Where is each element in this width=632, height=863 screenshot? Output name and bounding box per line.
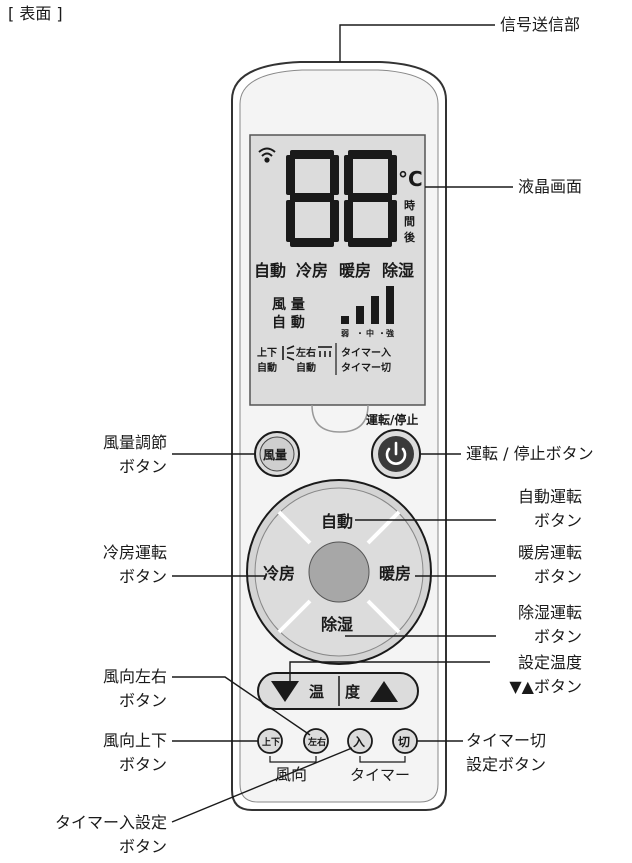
callout-timeron-2: ボタン xyxy=(118,837,167,856)
lcd-timer-char-3: 後 xyxy=(404,230,416,244)
corner-label: [ 表面 ] xyxy=(8,4,63,23)
lcd-timer-off: タイマー切 xyxy=(341,362,391,374)
callout-cool-2: ボタン xyxy=(118,567,167,586)
hswing-icon xyxy=(318,346,332,357)
dry-mode-button[interactable]: 除湿 xyxy=(321,615,353,634)
timer-off-label: 切 xyxy=(398,735,410,749)
lcd-fan-level-strong: 強 xyxy=(386,328,394,338)
heat-mode-button[interactable]: 暖房 xyxy=(379,564,411,583)
heat-mode-label: 暖房 xyxy=(379,564,411,583)
lcd-timer-char-2: 間 xyxy=(404,215,415,228)
lcd-mode-auto: 自動 xyxy=(254,261,286,280)
fan-button-label: 風量 xyxy=(263,448,287,462)
dry-mode-label: 除湿 xyxy=(321,615,353,634)
callout-lr-1: 風向左右 xyxy=(102,667,167,686)
timer-on-button[interactable]: 入 xyxy=(347,728,373,754)
callout-fan-1: 風量調節 xyxy=(102,433,167,452)
callout-auto-2: ボタン xyxy=(533,511,582,530)
callout-signal: 信号送信部 xyxy=(500,15,581,34)
temp-down-label: 温 xyxy=(309,683,324,701)
signal-icon xyxy=(258,147,276,163)
lcd-mode-dry: 除湿 xyxy=(382,261,414,280)
vswing-icon xyxy=(282,345,295,361)
auto-mode-button[interactable]: 自動 xyxy=(321,512,353,531)
updown-button[interactable]: 上下 xyxy=(257,728,283,754)
lcd-timer-char-1: 時 xyxy=(404,198,415,212)
mode-dial xyxy=(246,479,432,665)
callout-dry-2: ボタン xyxy=(533,627,582,646)
callout-fan-2: ボタン xyxy=(118,457,167,476)
power-icon xyxy=(385,441,407,465)
group-timer: タイマー xyxy=(350,766,410,784)
callout-lr-2: ボタン xyxy=(118,691,167,710)
lcd-timer-on: タイマー入 xyxy=(341,347,391,359)
timer-on-label: 入 xyxy=(353,735,365,749)
up-triangle-icon xyxy=(370,681,398,702)
callout-timeron-1: タイマー入設定 xyxy=(54,813,167,832)
lcd-unit: °C xyxy=(398,167,423,191)
callout-auto-1: 自動運転 xyxy=(517,487,582,506)
remote-notch xyxy=(311,404,369,433)
leader-lines xyxy=(171,24,513,823)
callout-temp-2: ▼▲ボタン xyxy=(509,677,582,696)
callout-dry-1: 除湿運転 xyxy=(517,603,582,622)
lcd-hswing-1: 左右 xyxy=(295,346,316,359)
lcd-fan-level-dot-2: ・ xyxy=(378,329,386,338)
updown-label: 上下 xyxy=(262,736,280,748)
temp-up-label: 度 xyxy=(345,683,361,701)
callout-timeroff-1: タイマー切 xyxy=(466,731,547,750)
callout-ud-1: 風向上下 xyxy=(102,731,167,750)
callout-temp-1: 設定温度 xyxy=(517,653,582,672)
temp-down-button[interactable]: 温 xyxy=(271,681,324,702)
lcd-vswing-2: 自動 xyxy=(257,361,277,374)
lcd-fan-level-dot-1: ・ xyxy=(356,329,364,338)
fan-button[interactable]: 風量 xyxy=(254,431,300,477)
timer-off-button[interactable]: 切 xyxy=(392,728,418,754)
temp-up-button[interactable]: 度 xyxy=(345,681,398,702)
power-caption: 運転/停止 xyxy=(366,412,418,427)
callout-heat-1: 暖房運転 xyxy=(517,543,582,562)
lcd-digit-2 xyxy=(344,150,397,247)
lcd-fan-level-mid: 中 xyxy=(366,328,374,338)
callout-cool-1: 冷房運転 xyxy=(102,543,167,562)
auto-mode-label: 自動 xyxy=(321,512,353,531)
lcd-fan-label-1: 風 量 xyxy=(272,297,305,313)
lcd-vswing-1: 上下 xyxy=(257,346,277,359)
callout-ud-2: ボタン xyxy=(118,755,167,774)
down-triangle-icon xyxy=(271,681,299,702)
cool-mode-label: 冷房 xyxy=(263,564,295,583)
lcd-hswing-2: 自動 xyxy=(296,361,316,374)
lcd-mode-cool: 冷房 xyxy=(296,261,328,280)
lcd-fan-label-2: 自 動 xyxy=(272,314,305,331)
lcd-fan-level-bars xyxy=(341,286,394,324)
callout-heat-2: ボタン xyxy=(533,567,582,586)
leftright-label: 左右 xyxy=(307,736,326,748)
power-button[interactable] xyxy=(371,429,421,479)
lcd-digit-1 xyxy=(286,150,339,247)
lcd-fan-level-weak: 弱 xyxy=(341,328,349,338)
group-brackets xyxy=(269,756,406,763)
cool-mode-button[interactable]: 冷房 xyxy=(263,564,295,583)
callout-lcd: 液晶画面 xyxy=(518,177,583,196)
lcd-mode-heat: 暖房 xyxy=(339,261,371,280)
callout-power: 運転 / 停止ボタン xyxy=(466,444,594,463)
callout-timeroff-2: 設定ボタン xyxy=(466,755,547,774)
